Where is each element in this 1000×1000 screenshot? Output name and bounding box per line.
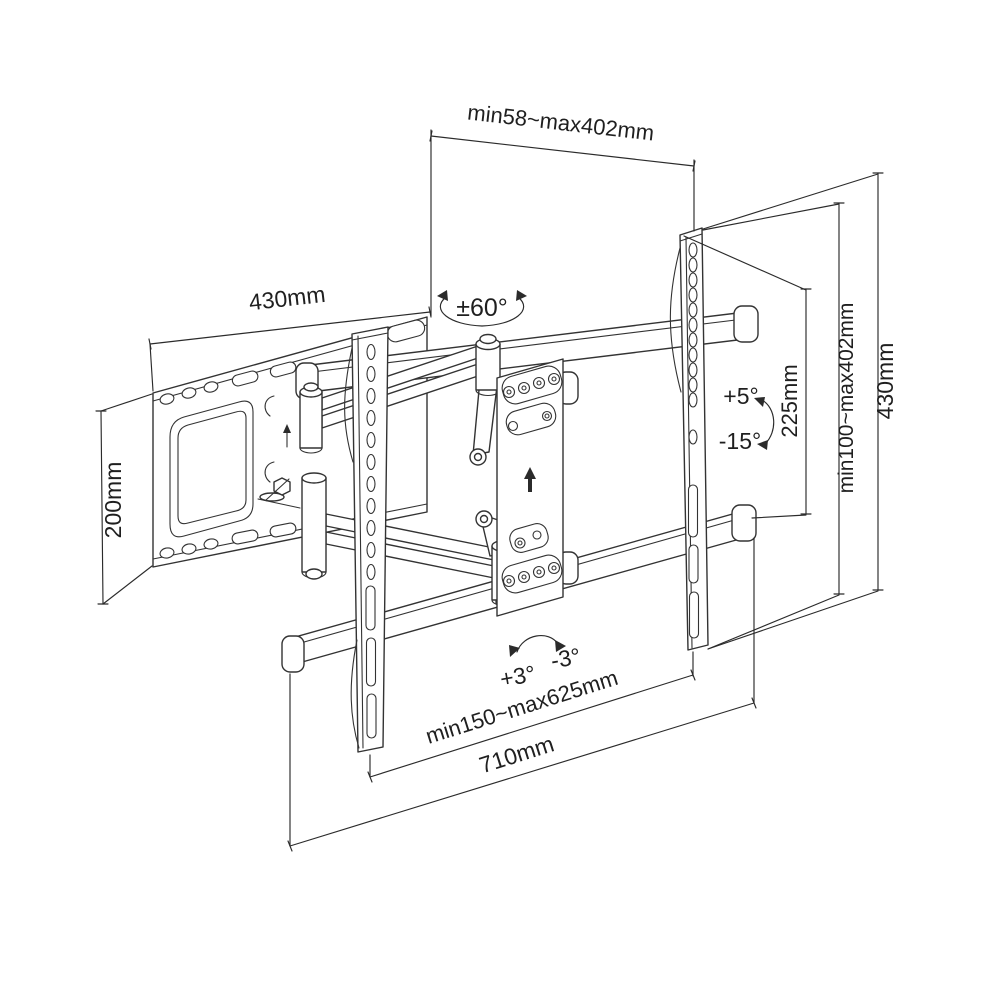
- lower-rail-left-cap: [281, 635, 305, 673]
- vesa-top-hole-strip: [501, 365, 563, 405]
- hook-lower: [264, 461, 275, 483]
- dim-tilt-down-label: -15°: [719, 428, 761, 454]
- dim-tilt-up-label: +5°: [723, 383, 758, 409]
- lower-rail-right-cap: [731, 504, 757, 542]
- upper-elbow-joint: [469, 333, 501, 466]
- vesa-plate: [496, 358, 579, 617]
- dim-offset-height-label: 225mm: [777, 364, 802, 437]
- dim-bracket-width-label: 710mm: [476, 730, 557, 778]
- dim-height-range-label: min100~max402mm: [835, 303, 858, 494]
- left-rail-holes: [365, 343, 377, 739]
- dim-swivel: ±60°: [437, 290, 527, 327]
- dim-depth-range-label: min58~max402mm: [466, 100, 655, 146]
- dim-bracket-height-label: 430mm: [872, 343, 898, 420]
- dim-swivel-label: ±60°: [456, 294, 508, 322]
- upper-shoulder-post: [299, 391, 323, 449]
- dim-wall-plate-height-label: 200mm: [100, 462, 126, 539]
- dim-bracket-height: 430mm: [702, 172, 898, 650]
- vesa-up-arrow-icon: [524, 467, 536, 492]
- right-tv-rail: [669, 227, 709, 651]
- dim-level-plus-label: +3°: [498, 660, 537, 692]
- dim-depth-range: min58~max402mm: [429, 100, 696, 317]
- dim-offset-height: 225mm: [683, 235, 812, 519]
- vesa-lower-slot: [509, 523, 549, 553]
- dim-wall-plate-height: 200mm: [95, 393, 153, 605]
- upper-rail-right-cap: [733, 305, 759, 343]
- dim-height-range: min100~max402mm: [702, 202, 858, 650]
- up-arrow-icon: [283, 424, 291, 448]
- right-rail-holes: [687, 242, 700, 639]
- dim-level: +3° -3°: [498, 635, 583, 692]
- wall-plate-holes-bottom: [159, 522, 297, 559]
- hook-upper: [264, 395, 275, 417]
- vesa-upper-slot: [505, 402, 557, 436]
- dim-tilt: +5° -15°: [719, 383, 775, 454]
- dim-wall-plate-width-label: 430mm: [248, 281, 327, 316]
- dim-level-minus-label: -3°: [549, 643, 583, 674]
- wall-plate-cutout: [169, 400, 254, 538]
- wall-plate-holes-top: [159, 319, 426, 405]
- vesa-bottom-hole-strip: [501, 554, 563, 594]
- lower-shoulder-post: [301, 477, 327, 573]
- left-tv-rail: [344, 326, 389, 753]
- adjustment-nut: [257, 477, 301, 509]
